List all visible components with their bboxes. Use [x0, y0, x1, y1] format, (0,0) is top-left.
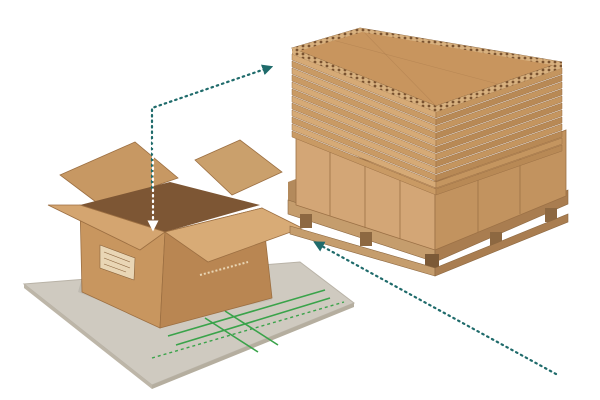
pallet-top — [290, 27, 563, 112]
layer-pad-right — [435, 81, 563, 133]
pallet-load — [287, 27, 569, 277]
arrow-sheet-to-pallet — [313, 241, 558, 376]
layer-pad-right — [435, 144, 563, 196]
layer-pad-right — [435, 102, 563, 154]
box-right-back-flap — [194, 139, 283, 196]
layer-pad-right — [435, 123, 563, 175]
box-back-flap — [59, 141, 179, 206]
open-box — [47, 139, 304, 329]
layer-pad-right — [435, 74, 563, 126]
layer-pad-right — [435, 88, 563, 140]
layer-pad-right — [435, 137, 563, 189]
layer-pad-right — [435, 109, 563, 161]
layer-pad-right — [435, 95, 563, 147]
arrow-box-to-pallet-top — [150, 64, 274, 190]
layer-pad-right — [435, 116, 563, 168]
arrows — [147, 64, 558, 376]
layer-pad-right — [435, 130, 563, 182]
layer-pads — [291, 53, 563, 196]
